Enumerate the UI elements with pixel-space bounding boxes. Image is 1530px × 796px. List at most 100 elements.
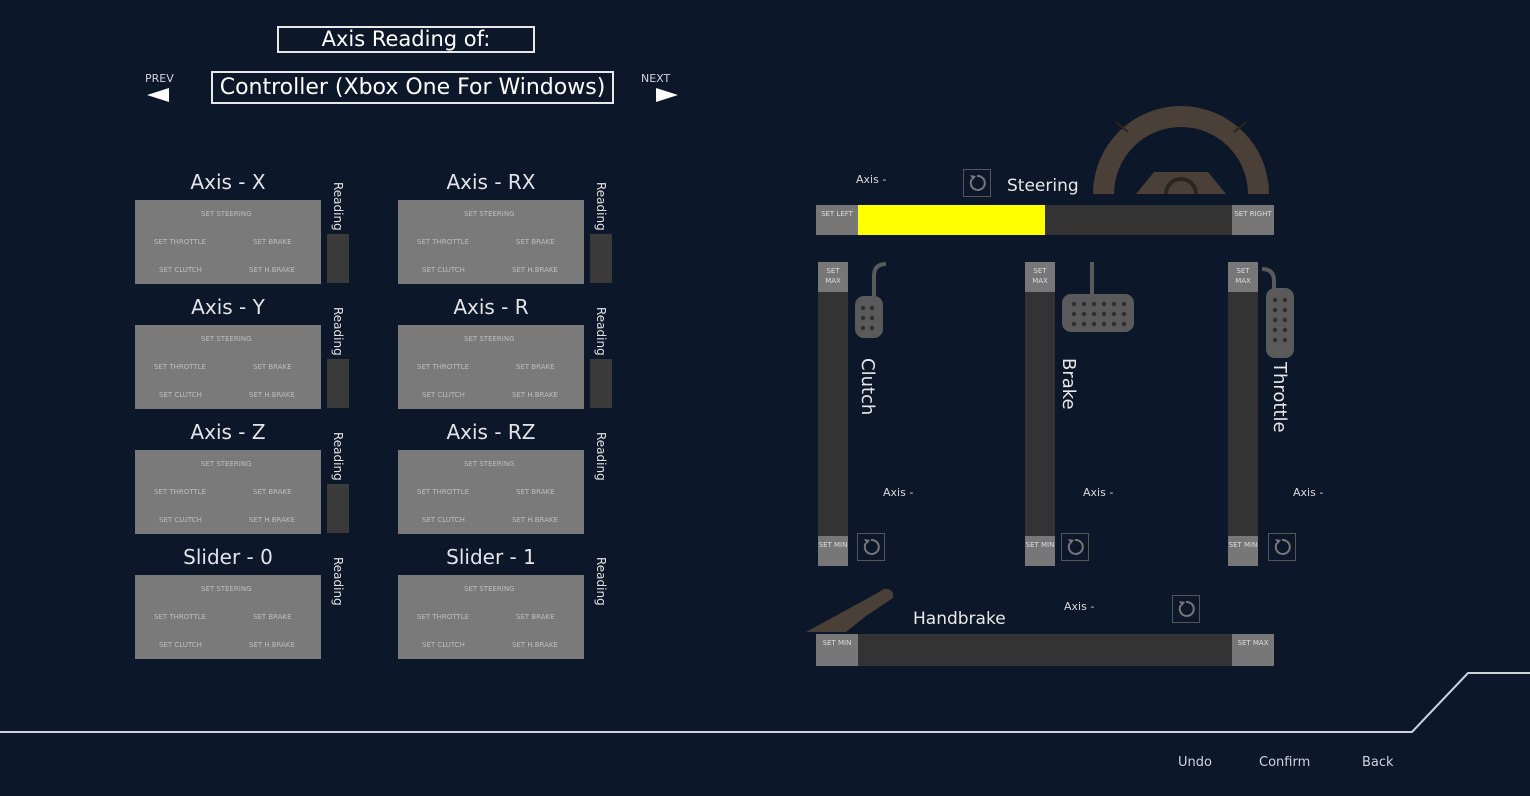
assign-hbrake-option[interactable]: SET H.BRAKE — [512, 641, 558, 649]
axis-assign-card[interactable]: SET STEERING SET THROTTLE SET BRAKE SET CLU… — [398, 200, 584, 284]
assign-throttle-option[interactable]: SET THROTTLE — [154, 363, 207, 371]
clutch-set-max-button[interactable]: SET MAX — [818, 262, 848, 292]
assign-throttle-option[interactable]: SET THROTTLE — [154, 488, 207, 496]
assign-brake-option[interactable]: SET BRAKE — [253, 238, 292, 246]
handbrake-bar — [816, 634, 1274, 666]
assign-brake-option[interactable]: SET BRAKE — [516, 613, 555, 621]
assign-clutch-option[interactable]: SET CLUTCH — [422, 641, 465, 649]
axis-assign-card[interactable]: SET STEERING SET THROTTLE SET BRAKE SET CLU… — [135, 575, 321, 659]
handbrake-axis-label: Axis - — [1064, 600, 1095, 613]
axis-title: Axis - RX — [446, 170, 536, 194]
steering-reset-icon[interactable] — [963, 169, 991, 197]
assign-brake-option[interactable]: SET BRAKE — [516, 488, 555, 496]
axis-title: Axis - X — [190, 170, 266, 194]
assign-steering-option[interactable]: SET STEERING — [201, 210, 252, 218]
assign-brake-option[interactable]: SET BRAKE — [253, 363, 292, 371]
throttle-bar — [1228, 262, 1258, 566]
steering-set-left-button[interactable]: SET LEFT — [816, 205, 858, 235]
reading-meter — [590, 359, 612, 408]
assign-steering-option[interactable]: SET STEERING — [201, 460, 252, 468]
clutch-axis-label: Axis - — [883, 486, 914, 499]
reading-meter — [327, 234, 349, 283]
axis-title: Slider - 0 — [183, 545, 273, 569]
confirm-button[interactable]: Confirm — [1259, 755, 1311, 770]
undo-button[interactable]: Undo — [1178, 755, 1212, 770]
axis-assign-card[interactable]: SET STEERING SET THROTTLE SET BRAKE SET CLU… — [398, 325, 584, 409]
assign-steering-option[interactable]: SET STEERING — [464, 335, 515, 343]
reading-label: Reading — [594, 557, 608, 606]
steering-wheel-icon — [1093, 106, 1269, 195]
assign-steering-option[interactable]: SET STEERING — [464, 460, 515, 468]
clutch-reset-icon[interactable] — [857, 533, 885, 561]
assign-brake-option[interactable]: SET BRAKE — [516, 238, 555, 246]
brake-axis-label: Axis - — [1083, 486, 1114, 499]
assign-throttle-option[interactable]: SET THROTTLE — [417, 488, 470, 496]
next-label: NEXT — [641, 72, 671, 85]
handbrake-set-min-button[interactable]: SET MIN — [816, 634, 858, 666]
controller-name: Controller (Xbox One For Windows) — [211, 71, 614, 104]
assign-clutch-option[interactable]: SET CLUTCH — [159, 641, 202, 649]
clutch-label: Clutch — [857, 358, 878, 416]
reading-label: Reading — [594, 182, 608, 231]
assign-hbrake-option[interactable]: SET H.BRAKE — [249, 641, 295, 649]
assign-clutch-option[interactable]: SET CLUTCH — [159, 391, 202, 399]
brake-set-min-button[interactable]: SET MIN — [1025, 536, 1055, 566]
assign-hbrake-option[interactable]: SET H.BRAKE — [249, 516, 295, 524]
assign-throttle-option[interactable]: SET THROTTLE — [154, 238, 207, 246]
assign-clutch-option[interactable]: SET CLUTCH — [422, 266, 465, 274]
axis-title: Axis - Z — [190, 420, 266, 444]
reading-label: Reading — [331, 182, 345, 231]
assign-clutch-option[interactable]: SET CLUTCH — [422, 516, 465, 524]
axis-assign-card[interactable]: SET STEERING SET THROTTLE SET BRAKE SET CLU… — [135, 325, 321, 409]
assign-clutch-option[interactable]: SET CLUTCH — [422, 391, 465, 399]
reading-meter — [327, 484, 349, 533]
steering-fill — [858, 205, 1045, 235]
axis-title: Axis - Y — [191, 295, 265, 319]
assign-throttle-option[interactable]: SET THROTTLE — [154, 613, 207, 621]
assign-throttle-option[interactable]: SET THROTTLE — [417, 363, 470, 371]
next-arrow-icon[interactable] — [656, 88, 678, 102]
handbrake-label: Handbrake — [913, 609, 1006, 629]
footer-divider — [0, 672, 1530, 733]
axis-assign-card[interactable]: SET STEERING SET THROTTLE SET BRAKE SET CLU… — [135, 450, 321, 534]
back-button[interactable]: Back — [1362, 755, 1394, 770]
assign-clutch-option[interactable]: SET CLUTCH — [159, 516, 202, 524]
throttle-set-max-button[interactable]: SET MAX — [1228, 262, 1258, 292]
axis-assign-card[interactable]: SET STEERING SET THROTTLE SET BRAKE SET CLU… — [135, 200, 321, 284]
assign-brake-option[interactable]: SET BRAKE — [253, 488, 292, 496]
assign-throttle-option[interactable]: SET THROTTLE — [417, 238, 470, 246]
axis-assign-card[interactable]: SET STEERING SET THROTTLE SET BRAKE SET CLU… — [398, 575, 584, 659]
throttle-set-min-button[interactable]: SET MIN — [1228, 536, 1258, 566]
assign-steering-option[interactable]: SET STEERING — [201, 335, 252, 343]
brake-bar — [1025, 262, 1055, 566]
clutch-pedal-icon — [855, 262, 887, 338]
assign-brake-option[interactable]: SET BRAKE — [253, 613, 292, 621]
assign-hbrake-option[interactable]: SET H.BRAKE — [512, 516, 558, 524]
assign-hbrake-option[interactable]: SET H.BRAKE — [512, 266, 558, 274]
brake-reset-icon[interactable] — [1061, 533, 1089, 561]
axis-assign-card[interactable]: SET STEERING SET THROTTLE SET BRAKE SET CLU… — [398, 450, 584, 534]
prev-arrow-icon[interactable] — [147, 88, 169, 102]
assign-hbrake-option[interactable]: SET H.BRAKE — [249, 266, 295, 274]
reading-label: Reading — [594, 307, 608, 356]
handbrake-reset-icon[interactable] — [1172, 595, 1200, 623]
throttle-reset-icon[interactable] — [1268, 533, 1296, 561]
clutch-bar — [818, 262, 848, 566]
throttle-axis-label: Axis - — [1293, 486, 1324, 499]
assign-throttle-option[interactable]: SET THROTTLE — [417, 613, 470, 621]
assign-steering-option[interactable]: SET STEERING — [201, 585, 252, 593]
assign-steering-option[interactable]: SET STEERING — [464, 210, 515, 218]
assign-brake-option[interactable]: SET BRAKE — [516, 363, 555, 371]
reading-label: Reading — [331, 307, 345, 356]
assign-hbrake-option[interactable]: SET H.BRAKE — [249, 391, 295, 399]
throttle-pedal-icon — [1261, 267, 1294, 358]
assign-clutch-option[interactable]: SET CLUTCH — [159, 266, 202, 274]
assign-steering-option[interactable]: SET STEERING — [464, 585, 515, 593]
page-title: Axis Reading of: — [277, 26, 535, 53]
handbrake-set-max-button[interactable]: SET MAX — [1232, 634, 1274, 666]
clutch-set-min-button[interactable]: SET MIN — [818, 536, 848, 566]
brake-set-max-button[interactable]: SET MAX — [1025, 262, 1055, 292]
assign-hbrake-option[interactable]: SET H.BRAKE — [512, 391, 558, 399]
steering-axis-label: Axis - — [856, 173, 887, 186]
steering-set-right-button[interactable]: SET RIGHT — [1232, 205, 1274, 235]
